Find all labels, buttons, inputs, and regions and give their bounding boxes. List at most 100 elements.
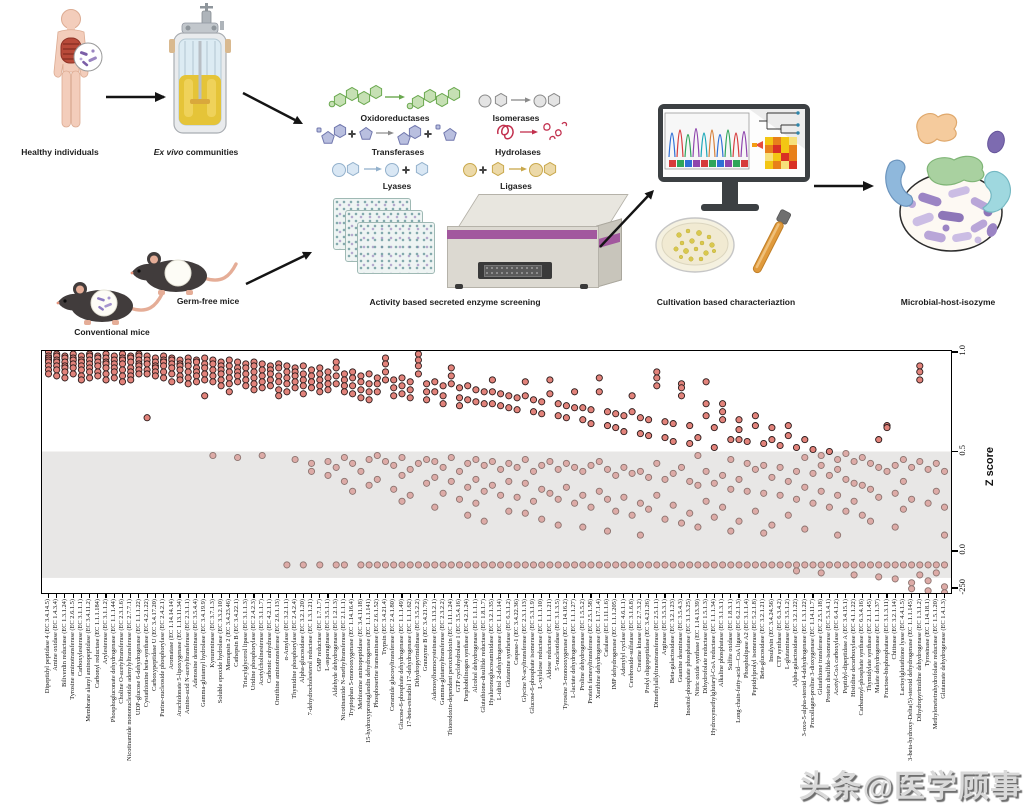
- scatter-point: [463, 395, 471, 403]
- scatter-point: [439, 391, 447, 399]
- x-axis-tick: [319, 593, 321, 598]
- x-axis-tick: [195, 593, 198, 598]
- scatter-point: [340, 560, 348, 568]
- x-axis-label: Thymidine phosphorylase (EC 2.4.2.4): [290, 598, 298, 699]
- scatter-point: [455, 495, 463, 503]
- x-axis-tick: [483, 593, 485, 598]
- scatter-point: [406, 393, 414, 401]
- scatter-point: [348, 367, 356, 375]
- x-axis-tick: [310, 593, 313, 598]
- x-axis-label: Adenylyl cyclase (EC 4.6.1.1): [619, 598, 627, 676]
- scatter-point: [167, 369, 175, 377]
- x-axis-label: Peptidyl-dipeptidase A (EC 3.4.15.1): [841, 598, 849, 693]
- scatter-point: [291, 383, 299, 391]
- scatter-point: [282, 373, 290, 381]
- scatter-point: [759, 529, 767, 537]
- germ-free-mice-label: Germ-free mice: [176, 296, 240, 306]
- scatter-point: [940, 588, 948, 593]
- scatter-point: [882, 467, 891, 475]
- scatter-point: [471, 560, 479, 568]
- scatter-point: [184, 373, 192, 381]
- scatter-point: [430, 473, 438, 481]
- scatter-point: [537, 515, 545, 523]
- scatter-point: [833, 465, 841, 473]
- scatter-point: [669, 419, 677, 427]
- scatter-point: [365, 560, 373, 568]
- scatter-point: [792, 495, 800, 503]
- scatter-point: [718, 407, 726, 415]
- x-axis-label: Prolyl oligopeptidase (EC 3.4.21.26): [644, 598, 652, 693]
- scatter-point: [685, 477, 693, 485]
- x-axis-label: Arylesterase (EC 3.1.1.2): [101, 598, 109, 664]
- scatter-point: [636, 429, 644, 437]
- scatter-point: [825, 447, 833, 455]
- scatter-point: [480, 399, 488, 407]
- scatter-point: [430, 457, 438, 465]
- x-axis-tick: [911, 593, 913, 598]
- ligases-label: Ligases: [500, 181, 532, 191]
- x-axis-tick: [886, 593, 888, 598]
- host-protein-blue-icon: [885, 159, 914, 207]
- scatter-point: [677, 560, 685, 568]
- scatter-point: [751, 411, 759, 419]
- scatter-point: [365, 481, 373, 489]
- scatter-point: [373, 560, 381, 568]
- scatter-point: [488, 387, 496, 395]
- scatter-point: [611, 471, 619, 479]
- microbial-host-isozyme-icon: [885, 112, 1012, 252]
- scatter-point: [52, 371, 60, 379]
- x-axis-label: Glutamate dehydrogenase (EC 1.4.1.3): [940, 598, 948, 699]
- scatter-point: [907, 463, 915, 471]
- scatter-point: [521, 455, 529, 463]
- scatter-point: [924, 576, 932, 584]
- scatter-point: [274, 385, 282, 393]
- scatter-point: [480, 461, 488, 469]
- scatter-point: [545, 389, 553, 397]
- scatter-point: [101, 375, 110, 383]
- x-axis-tick: [121, 593, 124, 598]
- scatter-point: [603, 421, 611, 429]
- x-axis-tick: [919, 593, 921, 598]
- scatter-point: [792, 467, 800, 475]
- scatter-point: [718, 471, 726, 479]
- x-axis-tick: [130, 593, 132, 598]
- scatter-point: [241, 381, 249, 389]
- x-axis-label: 17-beta-estradiol 17-dehydrogenase (EC 1…: [405, 598, 413, 727]
- scatter-point: [751, 560, 759, 568]
- x-axis-label: Methionine aminopeptidase (EC 3.4.11.18): [356, 598, 364, 710]
- scatter-point: [554, 399, 562, 407]
- x-axis-label: Insulysin (EC 3.4.24.56): [767, 598, 775, 662]
- scatter-point: [808, 499, 817, 507]
- scatter-point: [529, 467, 537, 475]
- scatter-point: [677, 519, 685, 527]
- x-axis-tick: [163, 593, 165, 598]
- scatter-point: [817, 560, 825, 568]
- scatter-point: [192, 371, 200, 379]
- x-axis-tick: [869, 593, 872, 598]
- scatter-point: [808, 469, 817, 477]
- scatter-point: [151, 371, 159, 379]
- x-axis-label: Glutathione transferase (EC 2.5.1.18): [816, 598, 824, 695]
- host-protein-purple-icon: [987, 130, 1005, 154]
- scatter-point: [447, 371, 455, 379]
- scatter-point: [817, 487, 825, 495]
- scatter-point: [504, 391, 512, 399]
- scatter-point: [315, 387, 323, 395]
- scatter-point: [110, 373, 118, 381]
- x-axis-tick: [713, 593, 715, 598]
- scatter-point: [644, 473, 652, 481]
- scatter-point: [455, 401, 463, 409]
- arrow-screening-to-cultivation-icon: [599, 190, 654, 248]
- scatter-point: [200, 391, 208, 399]
- scatter-point: [389, 461, 397, 469]
- scatter-point: [899, 477, 907, 485]
- scatter-point: [315, 369, 323, 377]
- x-axis-tick: [360, 593, 362, 598]
- x-axis-label: 3-beta-hydroxy-Delta(5)-steroid dehydrog…: [907, 598, 915, 761]
- scatter-point: [669, 437, 677, 445]
- scatter-point: [282, 367, 290, 375]
- scatter-point: [356, 371, 364, 379]
- scatter-point: [430, 560, 438, 568]
- x-axis-tick: [795, 593, 798, 598]
- scatter-point: [365, 369, 373, 377]
